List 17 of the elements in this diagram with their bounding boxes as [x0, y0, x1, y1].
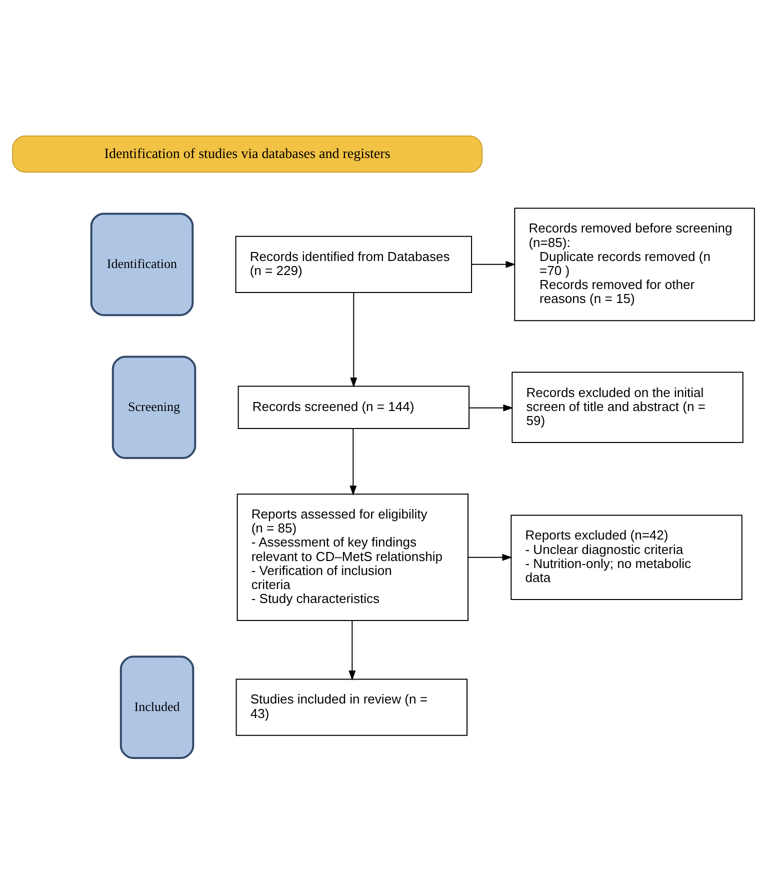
node-box: Identification of studies via databases and registers: [12, 136, 483, 173]
arrow: [350, 292, 358, 388]
node-box: Included: [120, 656, 194, 759]
node-box: Records identified from Databases (n = 229): [235, 236, 472, 294]
node-box: Records screened (n = 144): [238, 386, 470, 429]
node-box: Identification: [90, 212, 194, 316]
node-box: Screening: [112, 356, 196, 460]
node-box: Studies included in review (n = 43): [236, 678, 468, 736]
arrow: [350, 428, 357, 496]
node-box: Reports excluded (n=42) - Unclear diagnostic criteria - Nutrition-only; no metabolic data: [510, 514, 742, 600]
arrow: [348, 620, 356, 681]
arrow: [472, 260, 516, 268]
arrow: [468, 554, 512, 561]
arrow: [469, 404, 514, 412]
node-box: Records removed before screening (n=85): Duplicate records removed (n =70 ) Records removed for other reasons (n = 15): [514, 208, 755, 322]
node-box: Records excluded on the initial screen of title and abstract (n = 59): [512, 372, 744, 443]
node-box: Reports assessed for eligibility (n = 85) - Assessment of key findings relevant to CD–MetS relationship - Verification of inclusion criteria - Study characteristics: [236, 494, 469, 622]
